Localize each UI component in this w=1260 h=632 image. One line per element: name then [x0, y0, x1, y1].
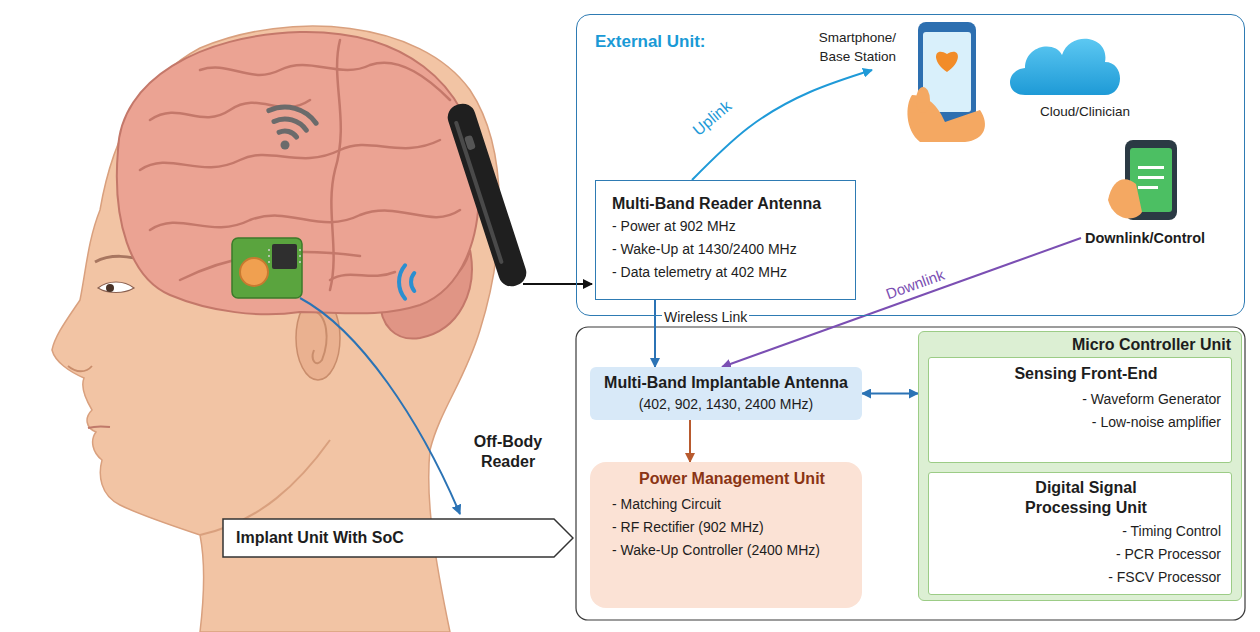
node-heading: Cloud/Clinician [1040, 102, 1180, 121]
node-detail: - Matching Circuit [612, 493, 852, 516]
node-detail: - FSCV Processor [951, 566, 1221, 589]
microcontroller-box: Micro Controller UnitSensing Front-End - … [918, 331, 1242, 601]
reader-arrow [523, 283, 592, 285]
connector-arrow [654, 300, 656, 367]
node-heading: External Unit: [595, 31, 1244, 53]
node-detail: (402, 902, 1430, 2400 MHz) [596, 394, 856, 414]
node-detail: - Data telemetry at 402 MHz [612, 261, 843, 284]
chip-die [272, 244, 297, 269]
node-detail: - PCR Processor [951, 543, 1221, 566]
node-heading: Downlink/Control [1085, 228, 1233, 248]
wireless-waves [399, 265, 414, 298]
wifi-symbol [269, 107, 316, 137]
implant-unit-tag: Implant Unit With SoC [222, 518, 574, 558]
connector-arrow [689, 420, 691, 462]
eye-pupil [106, 284, 114, 292]
implantable-antenna-box: Multi-Band Implantable Antenna(402, 902,… [590, 367, 862, 420]
screen-line [1138, 166, 1164, 169]
node-detail: - Wake-Up Controller (2400 MHz) [612, 539, 852, 562]
node-detail: - Low-noise amplifier [951, 411, 1221, 434]
cerebrum [117, 32, 479, 314]
gyrus-line [200, 63, 450, 100]
pen-button [464, 135, 476, 151]
screen-line [1138, 186, 1158, 189]
link-label: Wireless Link [662, 309, 749, 326]
node-heading: Implant Unit With SoC [236, 518, 574, 558]
dsp-unit-box: Digital Signal Processing Unit- Timing C… [928, 472, 1232, 595]
node-heading: Power Management Unit [612, 468, 852, 490]
pen-highlight [454, 120, 504, 264]
gyrus-line [140, 140, 440, 170]
wave-arc [399, 265, 405, 298]
phone-screen [923, 32, 971, 112]
connector-arrow [862, 393, 918, 395]
pen-body [444, 100, 529, 289]
cloud-icon [1010, 39, 1120, 95]
implant-panel [576, 327, 1245, 620]
smartphone-icon [907, 22, 985, 142]
sensing-front-end-box: Sensing Front-End - Waveform Generator- L… [928, 357, 1232, 463]
icon-caption: Cloud/Clinician [1040, 102, 1180, 121]
reader-pen [444, 100, 529, 289]
hand [1108, 179, 1142, 218]
chip-pad [240, 258, 268, 286]
wifi-arc [279, 131, 296, 137]
node-detail: - Power at 902 MHz [612, 215, 843, 238]
node-detail: - RF Rectifier (902 MHz) [612, 516, 852, 539]
node-heading: Multi-Band Implantable Antenna [596, 372, 856, 394]
node-detail: - Wake-Up at 1430/2400 MHz [612, 238, 843, 261]
wifi-arc [274, 119, 306, 130]
reader-antenna-box: Multi-Band Reader Antenna- Power at 902 … [595, 180, 856, 300]
power-management-box: Power Management Unit- Matching Circuit-… [590, 462, 862, 608]
mouth [88, 426, 110, 428]
gyrus-line [150, 210, 460, 230]
node-heading: Smartphone/ Base Station [790, 28, 896, 66]
link-label: Uplink [688, 96, 736, 140]
control-phone-icon [1108, 140, 1177, 220]
tag-outline [223, 519, 573, 557]
implant-leader [300, 298, 460, 514]
node-detail: - Waveform Generator [951, 388, 1221, 411]
screen-line [1138, 176, 1164, 179]
node-heading: Sensing Front-End [951, 363, 1221, 385]
device-label: Off-Body Reader [463, 432, 553, 472]
icon-caption: Smartphone/ Base Station [790, 28, 896, 70]
thumb [916, 87, 930, 113]
heart-symbol [936, 52, 958, 72]
nostril [68, 366, 92, 371]
implant-chip [232, 238, 302, 298]
eye [98, 282, 134, 293]
node-heading: Digital Signal Processing Unit [1001, 478, 1171, 518]
wifi-arc [269, 107, 316, 123]
wifi-dot [281, 141, 290, 150]
external-unit-panel: External Unit:Smartphone/ Base StationCl… [576, 14, 1245, 316]
gyrus-line [330, 272, 395, 280]
node-heading: Micro Controller Unit [929, 334, 1231, 356]
link-label: Downlink [882, 265, 949, 303]
chip-pins [268, 250, 301, 262]
icon-caption: Downlink/Control [1081, 228, 1237, 248]
chip-board [232, 238, 302, 298]
node-heading: Multi-Band Reader Antenna [612, 193, 843, 215]
connector-arrow [692, 70, 872, 180]
wave-arc [411, 273, 414, 291]
node-detail: - Timing Control [951, 520, 1221, 543]
brain-illustration [117, 32, 479, 339]
ear-inner [312, 310, 327, 363]
